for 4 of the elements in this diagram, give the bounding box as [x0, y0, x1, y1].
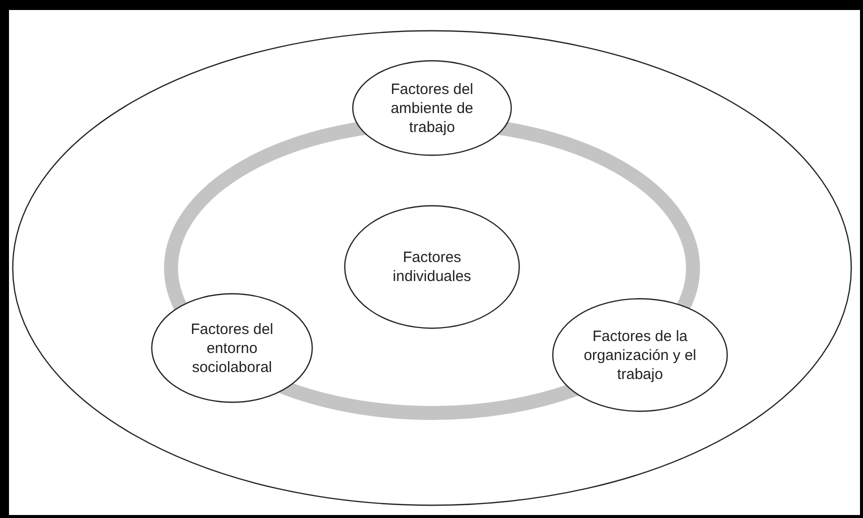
- node-label: Factores del ambiente de trabajo: [390, 80, 474, 136]
- node-label: Factores del entorno sociolaboral: [190, 320, 274, 376]
- node-label: Factores individuales: [392, 248, 472, 286]
- node-label: Factores de la organización y el trabajo: [582, 326, 698, 384]
